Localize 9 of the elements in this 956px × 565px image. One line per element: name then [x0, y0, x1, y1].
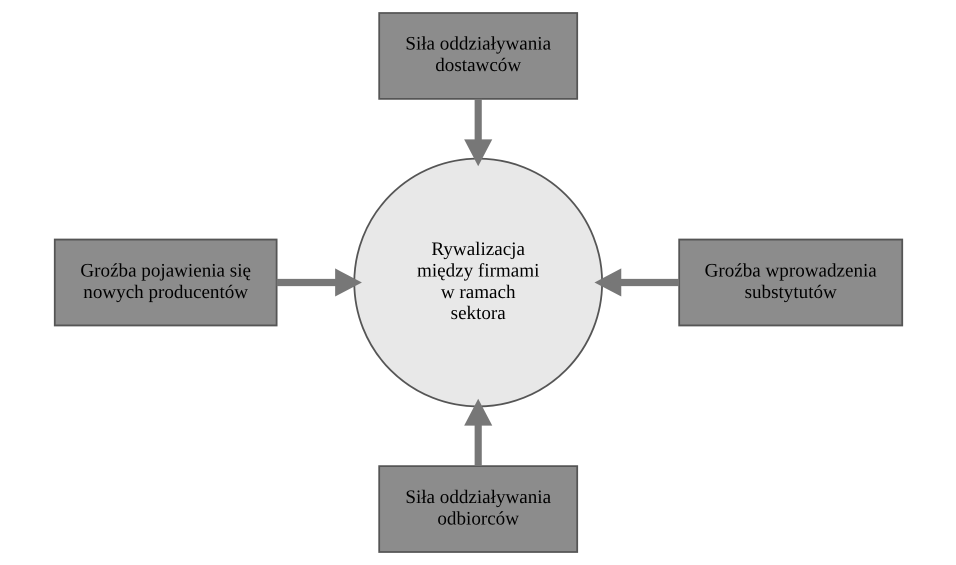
node-box: Siła oddziaływania dostawców	[378, 12, 578, 100]
arrow	[464, 98, 492, 166]
arrow	[276, 268, 362, 297]
node-box: Siła oddziaływania odbiorców	[378, 465, 578, 553]
arrow	[464, 398, 492, 466]
node-circle: Rywalizacja między firmami w ramach sektora	[352, 158, 603, 408]
node-box: Groźba pojawienia się nowych producentów	[53, 238, 278, 326]
arrow	[594, 268, 679, 297]
node-box: Groźba wprowadzenia substytutów	[678, 238, 903, 326]
